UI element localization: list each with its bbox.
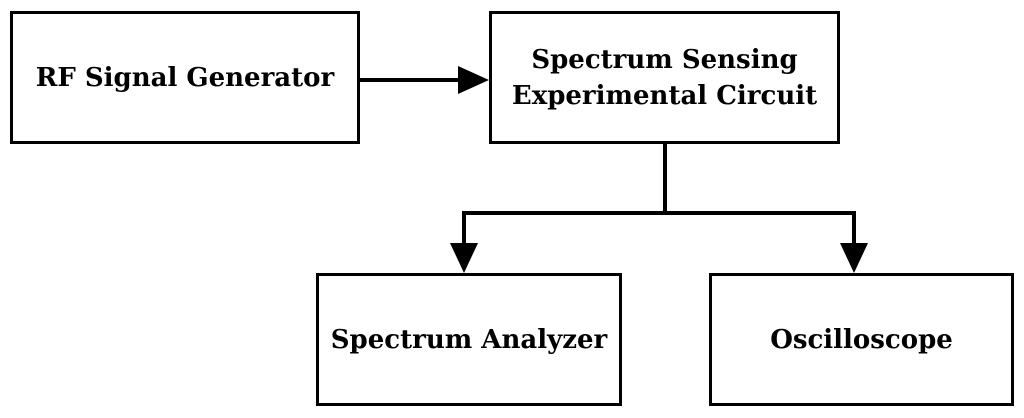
spectrum-sensing-circuit-block: Spectrum Sensing Experimental Circuit <box>489 11 840 144</box>
oscilloscope-block: Oscilloscope <box>709 273 1014 406</box>
branch-analyzer-head <box>450 243 478 273</box>
spectrum-sensing-circuit-label: Spectrum Sensing Experimental Circuit <box>512 42 817 114</box>
arrow-rf-to-sensing-head <box>458 66 489 94</box>
branch-oscilloscope-head <box>840 243 868 273</box>
spectrum-analyzer-label: Spectrum Analyzer <box>330 324 608 355</box>
spectrum-sensing-label-line1: Spectrum Sensing <box>531 44 798 75</box>
rf-signal-generator-label: RF Signal Generator <box>35 62 335 93</box>
spectrum-sensing-label-line2: Experimental Circuit <box>511 80 818 111</box>
spectrum-analyzer-block: Spectrum Analyzer <box>316 273 622 406</box>
rf-signal-generator-block: RF Signal Generator <box>10 11 360 144</box>
oscilloscope-label: Oscilloscope <box>770 324 953 355</box>
